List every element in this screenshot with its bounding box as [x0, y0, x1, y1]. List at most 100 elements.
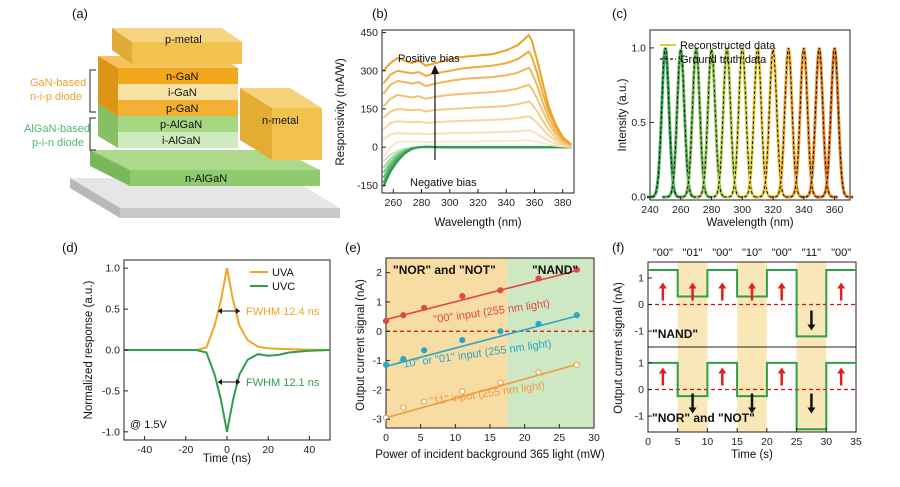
gan-diode-label-1: GaN-based: [30, 77, 86, 89]
response-uvc: [124, 349, 331, 432]
timing-traces: [648, 269, 856, 431]
state-arrow-head: [807, 407, 816, 414]
bias-arrow-head: [431, 65, 439, 74]
state-arrow-head: [718, 282, 727, 289]
positive-bias-curve: [382, 83, 572, 147]
panel-label-b: (b): [372, 6, 388, 21]
x-axis-label-b: Wavelength (nm): [434, 217, 521, 229]
x-tick-label-f: 25: [791, 436, 803, 448]
x-tick-label-b: 320: [469, 197, 487, 209]
logic-region-background: [386, 258, 508, 428]
n-algan-front: [130, 170, 320, 186]
state-arrow-head: [837, 367, 846, 374]
panel-label-f: (f): [612, 240, 624, 255]
output-series: [382, 266, 594, 421]
layer-label-n-metal: n-metal: [262, 115, 299, 127]
positive-bias-curve: [382, 50, 572, 146]
fwhm-arrow-uva: [218, 308, 240, 314]
layer-i-gan: [118, 84, 238, 100]
gan-diode-label-2: n-i-p diode: [30, 91, 82, 103]
data-point: [535, 320, 542, 328]
x-tick-label-f: 5: [675, 436, 681, 448]
layer-label-n-algan: n-AlGaN: [185, 173, 227, 185]
panel-label-c: (c): [612, 6, 627, 21]
p-metal-top: [112, 28, 242, 42]
x-tick-label-b: 380: [554, 197, 572, 209]
negative-bias-curve: [382, 145, 572, 179]
state-arrow-head: [658, 282, 667, 289]
x-tick-label-c: 280: [703, 204, 721, 216]
x-tick-label-b: 280: [413, 197, 431, 209]
x-tick-label-f: 15: [731, 436, 743, 448]
state-arrow-head: [688, 282, 697, 289]
x-tick-label-d: -20: [178, 444, 193, 456]
layer-label-i-gan: i-GaN: [168, 87, 197, 99]
y-tick-label-f: 1: [638, 272, 644, 284]
y-tick-label-c: 0.5: [631, 117, 646, 129]
y-tick-label-b: 150: [360, 103, 378, 115]
state-arrow-head: [748, 407, 756, 414]
y-ticks-d: -1.0-0.50.00.51.0: [102, 263, 128, 438]
response-curves: [124, 268, 331, 432]
y-tick-label-f: -1: [635, 326, 644, 338]
y-tick-label-d: -1.0: [102, 426, 120, 438]
x-axis-label-f: Time (s): [731, 449, 773, 461]
ground-truth-peak: [800, 47, 838, 198]
input-state-label: "10": [742, 247, 762, 259]
legend-label-uvc: UVC: [272, 281, 295, 293]
y-tick-label-b: 0: [372, 142, 378, 154]
data-point: [573, 361, 580, 369]
input-state-label: "00": [653, 247, 673, 259]
legend-label-reconstructed: Reconstructed data: [680, 40, 776, 52]
positive-bias-curve: [382, 129, 572, 148]
x-tick-label-b: 340: [497, 197, 515, 209]
fit-line: [385, 362, 581, 419]
data-point: [382, 317, 390, 325]
input-states: "00""01""00""10""00""11""00": [653, 247, 851, 259]
data-point: [459, 336, 466, 344]
y-ticks-f: -101-101: [635, 272, 652, 423]
state-arrow-head: [718, 367, 727, 374]
data-point: [400, 356, 407, 363]
layer-label-i-algan: i-AlGaN: [162, 135, 201, 147]
x-tick-label-e: 25: [553, 432, 565, 444]
y-axis-label-e: Output current signal (nA): [355, 279, 367, 411]
data-point: [400, 404, 407, 411]
annotation-positive-bias: Positive bias: [398, 53, 460, 65]
x-tick-label-d: 0: [224, 444, 230, 456]
x-axis-label-c: Wavelength (nm): [706, 217, 793, 229]
x-tick-label-b: 300: [441, 197, 459, 209]
x-tick-label-e: 5: [418, 432, 424, 444]
positive-bias-curve: [382, 115, 572, 148]
legend-label-ground-truth: Ground truth data: [680, 54, 767, 66]
state-arrow-head: [837, 282, 846, 289]
n-metal-side: [240, 88, 272, 160]
x-tick-label-e: 0: [383, 432, 389, 444]
y-tick-label-f: 1: [638, 357, 644, 369]
region-label-nand: "NAND": [532, 263, 578, 277]
input-state-label: "01": [683, 247, 703, 259]
ground-truth-peak: [662, 49, 700, 198]
data-point: [497, 287, 504, 294]
y-tick-label-f: 0: [638, 299, 644, 311]
layer-label-n-gan: n-GaN: [166, 71, 198, 83]
logic-regions: [386, 258, 594, 428]
n-algan-top: [90, 150, 320, 170]
positive-bias-curve: [382, 100, 572, 148]
x-tick-label-c: 340: [795, 204, 813, 216]
substrate-front: [120, 208, 340, 218]
positive-bias-curve: [382, 139, 572, 158]
y-tick-label-d: 0.5: [105, 304, 120, 316]
data-point: [459, 388, 466, 395]
y-axis-label-c: Intensity (a.u.): [617, 78, 629, 151]
algan-side: [98, 104, 118, 148]
y-tick-label-e: -2: [373, 384, 382, 396]
x-tick-label-e: 10: [449, 432, 461, 444]
layer-n-gan: [118, 68, 238, 84]
